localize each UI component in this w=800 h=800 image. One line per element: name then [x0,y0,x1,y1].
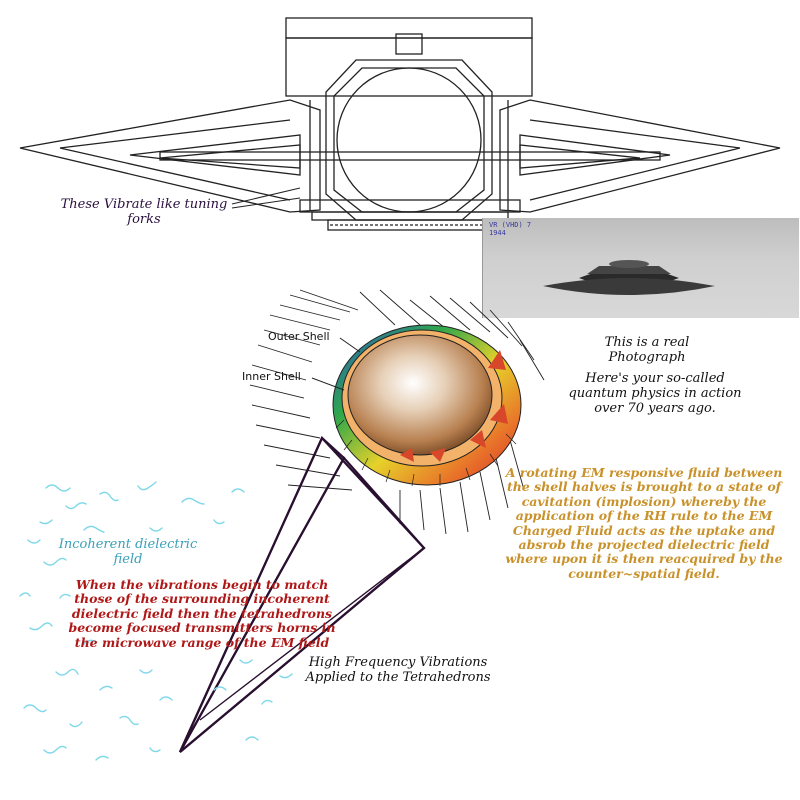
photo-caption-line2: 1944 [489,228,506,237]
cross-bar [159,151,661,161]
inner-shell-pointer [311,377,345,391]
rotation-arrows [400,350,508,462]
outer-shell-label: Outer Shell [268,330,330,343]
tuning-pointer [231,187,301,205]
vibrations-match-label: When the vibrations begin to match those… [68,577,336,650]
incoherent-field-label: Incoherent dielectric field [58,537,198,567]
rotating-fluid-label: A rotating EM responsive fluid between t… [505,465,783,581]
outer-shell-pointer [339,337,361,353]
photo-caption-line1: VR (VHD) 7 [489,221,532,229]
upper-housing [285,37,533,97]
tetrahedron [178,436,426,753]
quantum-physics-label: Here's your so-called quantum physics in… [568,371,742,416]
high-frequency-label: High Frequency Vibrations Applied to the… [305,655,491,685]
inner-shell-label: Inner Shell [242,370,301,383]
top-knob [395,33,423,55]
real-photograph-label: This is a real Photograph [604,335,690,365]
inner-shell [347,334,493,456]
photograph: VR (VHD) 7 1944 [482,218,799,318]
tuning-forks-label: These Vibrate like tuning forks [60,197,228,227]
incoherent-field-squiggles [19,481,293,761]
